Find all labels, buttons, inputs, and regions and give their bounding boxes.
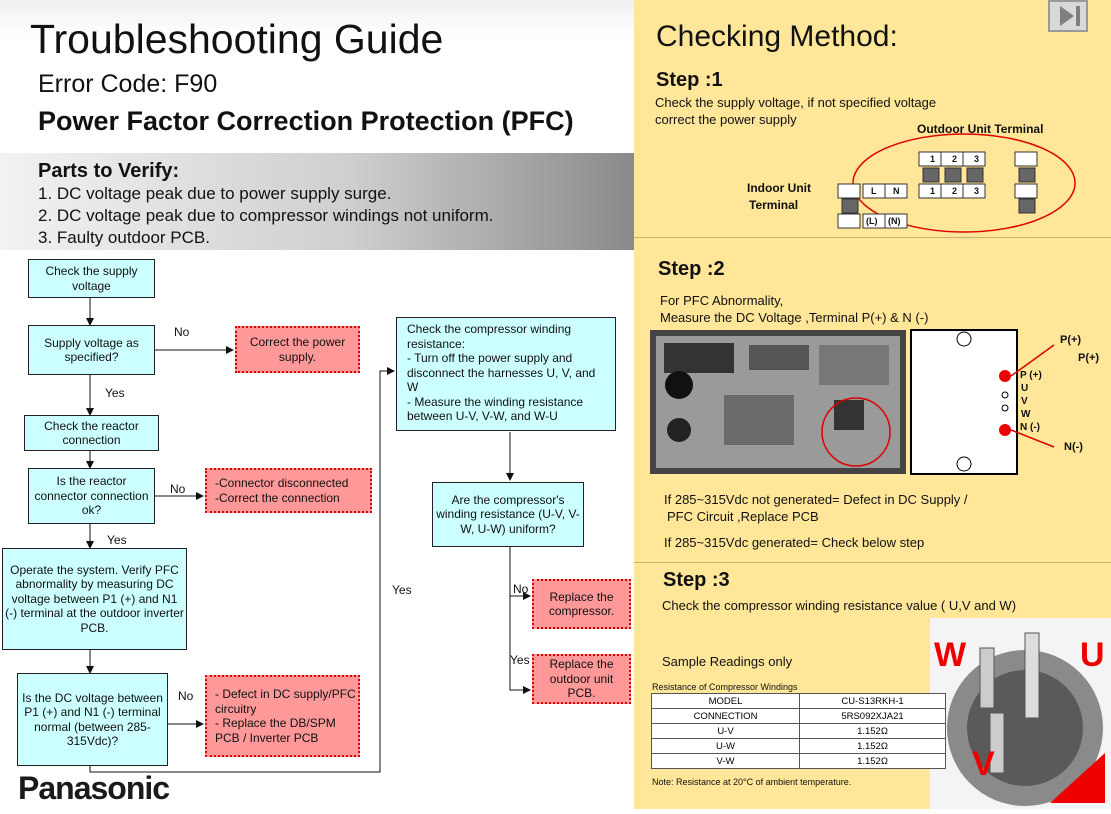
- indoor-terminal-label: Indoor Unit: [747, 181, 811, 195]
- terminal-n: N: [893, 186, 900, 196]
- checking-method-panel: Checking Method: Step :1 Check the suppl…: [634, 0, 1111, 809]
- pfc-n-label: N(-): [1064, 441, 1083, 453]
- step3-text: Check the compressor winding resistance …: [662, 598, 1017, 613]
- resistance-note: Note: Resistance at 20°C of ambient temp…: [652, 777, 852, 787]
- step2-result: PFC Circuit ,Replace PCB: [667, 509, 819, 524]
- pfc-p-label: P(+): [1060, 334, 1082, 346]
- terminal-3: 3: [974, 154, 980, 164]
- step2-text: Measure the DC Voltage ,Terminal P(+) & …: [660, 310, 929, 325]
- parts-heading: Parts to Verify:: [38, 160, 180, 182]
- parts-item: 1. DC voltage peak due to power supply s…: [38, 184, 392, 203]
- step1-text: Check the supply voltage, if not specifi…: [655, 95, 937, 110]
- step3-title: Step :3: [663, 569, 730, 591]
- step1-text: correct the power supply: [655, 112, 797, 127]
- no-label: No: [178, 689, 194, 703]
- brand-logo: Panasonic: [18, 770, 170, 806]
- play-next-icon: [1060, 6, 1080, 26]
- flow-check-reactor: Check the reactor connection: [24, 415, 159, 451]
- flow-dc-voltage-decision: Is the DC voltage between P1 (+) and N1 …: [17, 673, 168, 766]
- terminal-l2: (L): [866, 216, 878, 226]
- page-title: Troubleshooting Guide: [30, 16, 444, 62]
- flow-connector-fix-line: -Correct the connection: [215, 490, 340, 505]
- yes-label: Yes: [392, 583, 412, 597]
- flow-replace-compressor: Replace the compressor.: [532, 579, 631, 629]
- pin-label: N (-): [1020, 422, 1040, 433]
- pin-label: W: [1021, 409, 1031, 420]
- winding-u-label: U: [1080, 636, 1105, 674]
- flow-correct-supply: Correct the power supply.: [235, 326, 360, 373]
- parts-panel: Parts to Verify: 1. DC voltage peak due …: [0, 153, 634, 250]
- pin-label: V: [1021, 396, 1028, 407]
- flow-check-winding: Check the compressor winding resistance:…: [396, 317, 616, 431]
- terminal-n2: (N): [888, 216, 901, 226]
- step2-result: If 285~315Vdc generated= Check below ste…: [664, 535, 925, 550]
- flow-connector-fix-line: -Connector disconnected: [215, 476, 349, 490]
- flow-check-winding-line: - Turn off the power supply and disconne…: [407, 351, 596, 394]
- flow-replace-pcb: Replace the outdoor unit PCB.: [532, 654, 631, 704]
- checking-heading: Checking Method:: [656, 20, 898, 53]
- outdoor-terminal-label: Outdoor Unit Terminal: [917, 122, 1044, 136]
- flow-connector-fix: -Connector disconnected -Correct the con…: [205, 468, 372, 513]
- step2-text: For PFC Abnormality,: [660, 293, 784, 308]
- flow-check-supply: Check the supply voltage: [28, 259, 155, 298]
- flow-reactor-decision: Is the reactor connector connection ok?: [28, 468, 155, 524]
- step1-title: Step :1: [656, 69, 723, 91]
- no-label: No: [513, 582, 529, 596]
- pcb-image: [650, 329, 1055, 475]
- title-bar: Troubleshooting Guide: [0, 0, 634, 62]
- flow-connectors: [86, 298, 531, 773]
- flow-defect-dc-line: - Replace the DB/SPM PCB / Inverter PCB: [215, 716, 336, 745]
- flow-defect-dc-line: - Defect in DC supply/PFC circuitry: [215, 687, 356, 716]
- no-label: No: [174, 325, 190, 339]
- winding-v-label: V: [972, 745, 995, 783]
- yes-label: Yes: [510, 653, 530, 667]
- step2-result: If 285~315Vdc not generated= Defect in D…: [664, 492, 968, 507]
- page-subtitle: Power Factor Correction Protection (PFC): [38, 106, 574, 136]
- pin-label: P (+): [1020, 370, 1042, 381]
- pin-label: U: [1021, 383, 1029, 394]
- parts-item: 2. DC voltage peak due to compressor win…: [38, 206, 494, 225]
- terminal-diagram: [837, 133, 1076, 233]
- flow-supply-decision: Supply voltage as specified?: [28, 325, 155, 375]
- terminal-1: 1: [930, 186, 936, 196]
- no-label: No: [170, 482, 186, 496]
- winding-w-label: W: [934, 636, 967, 674]
- indoor-terminal-label: Terminal: [749, 198, 799, 212]
- flow-defect-dc: - Defect in DC supply/PFC circuitry - Re…: [205, 675, 360, 757]
- terminal-3: 3: [974, 186, 980, 196]
- terminal-2: 2: [952, 186, 958, 196]
- step2-title: Step :2: [658, 258, 725, 280]
- compressor-photo: [930, 618, 1111, 809]
- flow-winding-decision: Are the compressor's winding resistance …: [432, 482, 584, 547]
- error-code: Error Code: F90: [38, 70, 218, 98]
- sample-readings-label: Sample Readings only: [662, 654, 793, 669]
- terminal-l: L: [871, 186, 877, 196]
- yes-label: Yes: [107, 533, 127, 547]
- terminal-2: 2: [952, 154, 958, 164]
- terminal-1: 1: [930, 154, 936, 164]
- flow-operate-system: Operate the system. Verify PFC abnormali…: [2, 548, 187, 650]
- flow-check-winding-line: - Measure the winding resistance between…: [407, 394, 584, 424]
- yes-label: Yes: [105, 386, 125, 400]
- resistance-table-title: Resistance of Compressor Windings: [652, 682, 798, 692]
- parts-item: 3. Faulty outdoor PCB.: [38, 228, 210, 247]
- next-slide-button[interactable]: [1048, 0, 1088, 32]
- flow-check-winding-line: Check the compressor winding resistance:: [407, 322, 572, 351]
- pfc-p-label: P(+): [1078, 352, 1100, 364]
